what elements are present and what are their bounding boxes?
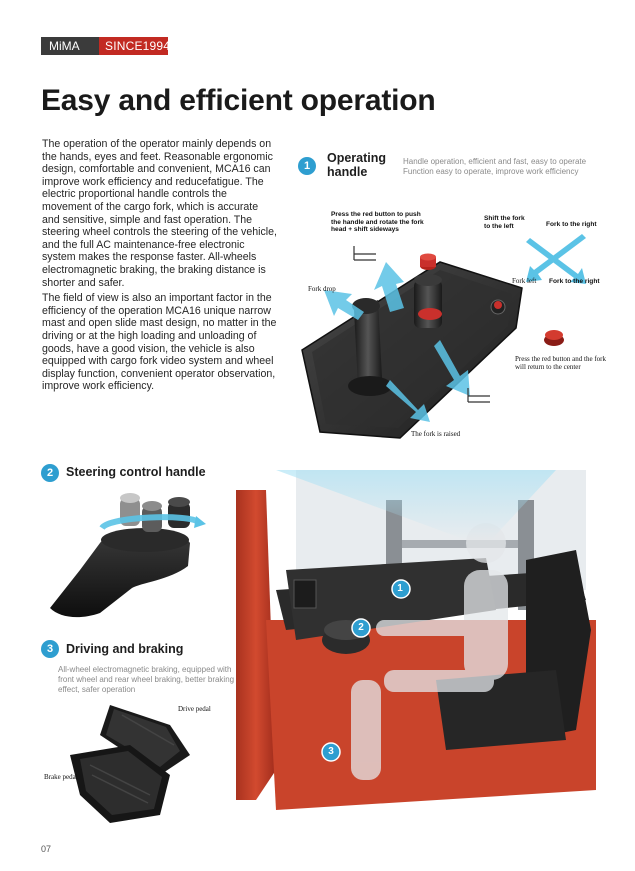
label-red-return: Press the red button and the fork will r… (515, 355, 606, 371)
section-2-number: 2 (41, 464, 59, 482)
section-1-title: Operating handle (327, 151, 386, 179)
intro-paragraph-2: The field of view is also an important f… (42, 292, 277, 393)
operating-handle-illustration (301, 234, 586, 439)
section-1-title-line2: handle (327, 165, 368, 179)
intro-text: The operation of the operator mainly dep… (42, 138, 278, 396)
section-3-title: Driving and braking (66, 642, 184, 656)
section-2-title: Steering control handle (66, 465, 206, 479)
label-fork-right: Fork to the right (549, 278, 600, 285)
label-fork-left: Fork left (512, 277, 537, 285)
brand-since: SINCE1994 (99, 37, 170, 55)
label-drive-pedal: Drive pedal (178, 705, 211, 713)
label-fork-raised: The fork is raised (411, 430, 461, 438)
cab-marker-3: 3 (328, 746, 334, 757)
intro-paragraph-1: The operation of the operator mainly dep… (42, 138, 277, 289)
section-1-number: 1 (298, 157, 316, 175)
brand-bar: MiMA SINCE1994 (41, 37, 170, 55)
truck-cab-illustration (236, 470, 596, 810)
steering-handle-illustration (50, 493, 206, 618)
cab-marker-1: 1 (397, 583, 403, 594)
section-3-number: 3 (41, 640, 59, 658)
cab-marker-2: 2 (358, 622, 364, 633)
label-fork-right-top: Fork to the right (546, 221, 597, 228)
brand-name: MiMA (41, 37, 99, 55)
label-shift-left: Shift the fork to the left (484, 215, 525, 230)
label-red-button: Press the red button to push the handle … (331, 211, 424, 234)
page-title: Easy and efficient operation (41, 84, 436, 117)
section-1-title-line1: Operating (327, 151, 387, 165)
label-brake-pedal: Brake pedal (44, 773, 78, 781)
section-1-desc: Handle operation, efficient and fast, ea… (403, 157, 618, 177)
section-1-desc-line1: Handle operation, efficient and fast, ea… (403, 157, 587, 166)
pedals-illustration (70, 705, 190, 823)
page-number: 07 (41, 844, 52, 854)
section-3-desc: All-wheel electromagnetic braking, equip… (58, 665, 235, 694)
section-1-desc-line2: Function easy to operate, improve work e… (403, 167, 579, 176)
label-fork-drop: Fork drop (308, 285, 336, 293)
